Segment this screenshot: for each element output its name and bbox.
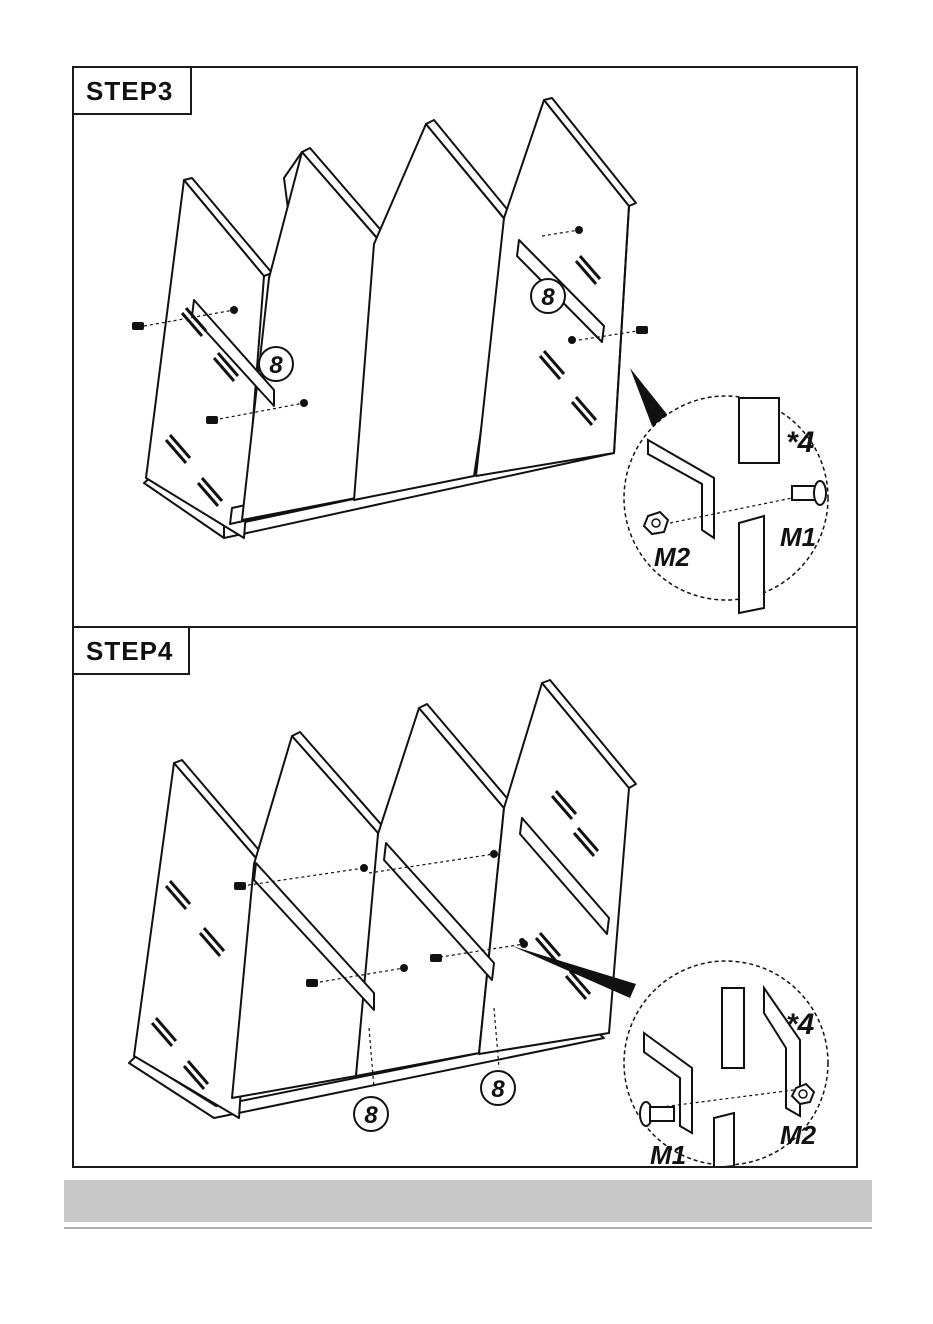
step4-part-callout-1: 8 (354, 1097, 388, 1131)
step4-illustration: 8 8 (74, 628, 856, 1166)
step3-part-callout-2: 8 (531, 279, 565, 313)
step3-illustration: 8 8 (74, 68, 856, 626)
step3-nut-icon (644, 512, 668, 534)
svg-text:8: 8 (541, 284, 555, 311)
step4-part-callout-2: 8 (481, 1071, 515, 1105)
instruction-frame: STEP3 (72, 66, 858, 1168)
footer-divider (64, 1227, 872, 1229)
svg-text:8: 8 (364, 1102, 378, 1129)
step4-panel: STEP4 (74, 628, 856, 1166)
step4-zoom-detail: *4 M1 M2 (624, 961, 828, 1166)
footer-bar (64, 1180, 872, 1222)
step4-bolt-label: M1 (650, 1140, 686, 1166)
step3-zoom-detail: *4 M1 M2 (624, 396, 828, 613)
svg-text:8: 8 (269, 352, 283, 379)
svg-text:8: 8 (491, 1076, 505, 1103)
step3-nut-label: M2 (654, 542, 691, 572)
step3-part-callout-1: 8 (259, 347, 293, 381)
step3-quantity: *4 (786, 426, 815, 459)
step4-nut-label: M2 (780, 1120, 817, 1150)
step4-quantity: *4 (786, 1008, 815, 1041)
step3-panel: STEP3 (74, 68, 856, 628)
step3-bolt-label: M1 (780, 522, 816, 552)
